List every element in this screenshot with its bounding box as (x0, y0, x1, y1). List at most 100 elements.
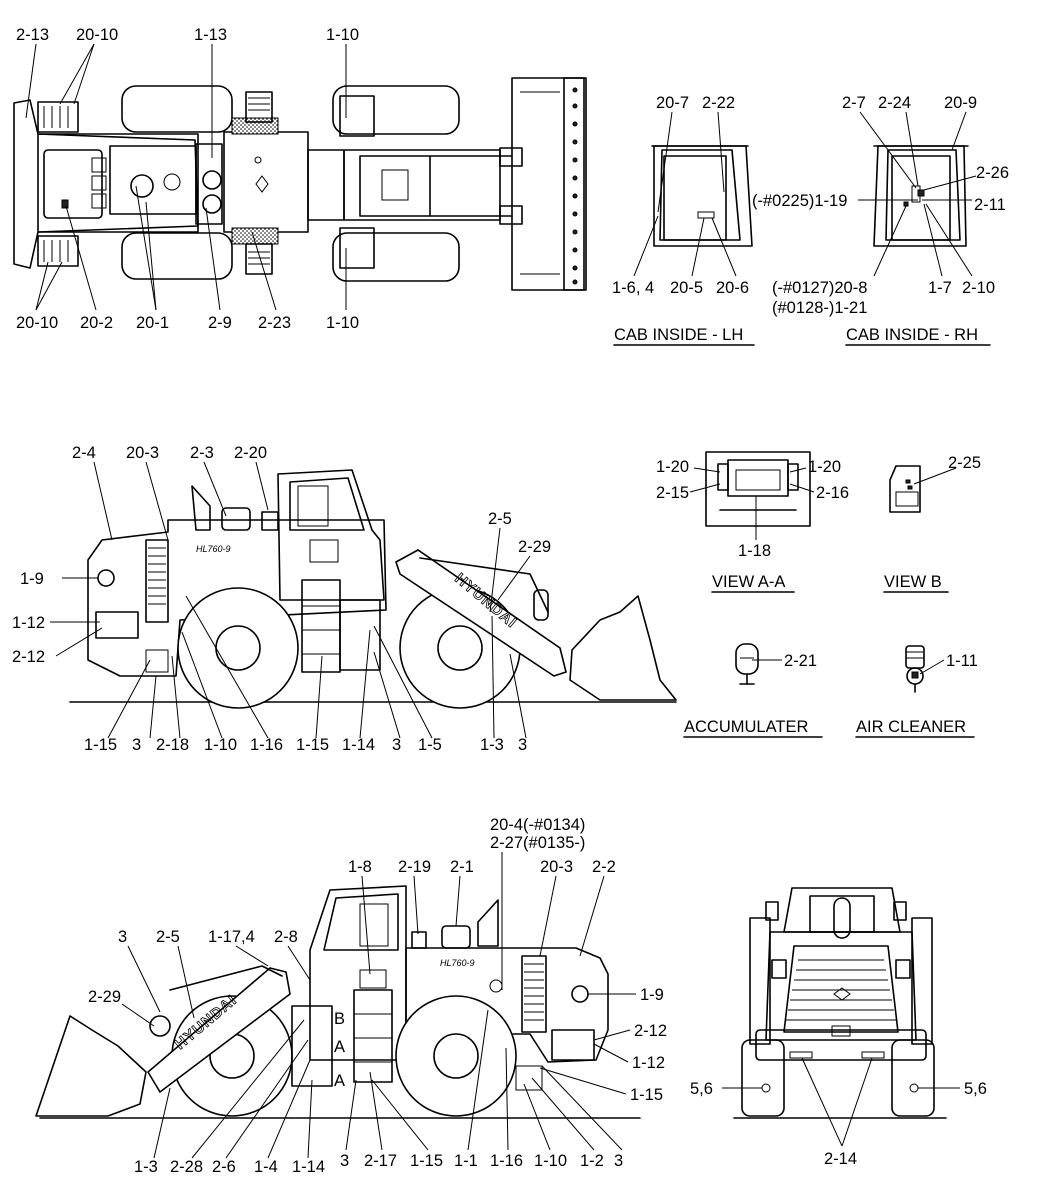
callout-label: 2-8 (274, 928, 298, 946)
callout-label: 2-12 (12, 648, 45, 666)
air-cleaner-part (905, 645, 925, 693)
callout-label: 1-11 (946, 652, 978, 670)
callout-label: 20-6 (716, 279, 749, 297)
callout-label: 2-9 (208, 314, 232, 332)
callout-label: 1-17,4 (208, 928, 255, 946)
callout-label: 5,6 (964, 1080, 987, 1098)
callout-label: 2-18 (156, 736, 189, 754)
callout-label: 20-3 (540, 858, 573, 876)
left-side-leaders (50, 461, 531, 739)
callout-label: 1-15 (296, 736, 329, 754)
callout-label: 2-19 (398, 858, 431, 876)
callout-label: 2-17 (364, 1152, 397, 1170)
rear-view (733, 887, 947, 1119)
callout-label: 2-20 (234, 444, 267, 462)
callout-label: 2-4 (72, 444, 96, 462)
callout-label: 5,6 (690, 1080, 713, 1098)
section-title-accumulater: ACCUMULATER (684, 718, 808, 736)
callout-label: 2-1 (450, 858, 474, 876)
callout-label: 2-23 (258, 314, 291, 332)
callout-label: 1-14 (292, 1158, 325, 1176)
callout-label: 1-16 (490, 1152, 523, 1170)
callout-label: (#0128-)1-21 (772, 299, 867, 317)
view-aa (705, 451, 811, 527)
callout-label: 20-4(-#0134) (490, 816, 585, 834)
callout-label: 1-2 (580, 1152, 604, 1170)
callouts-left-side: 2-4 20-3 2-3 2-20 1-9 1-12 2-12 2-5 2-29… (12, 444, 551, 754)
callouts-rear: 5,6 5,6 2-14 (690, 1080, 987, 1168)
callout-label: (-#0225)1-19 (752, 192, 847, 210)
callout-label: 20-2 (80, 314, 113, 332)
callout-label: 20-9 (944, 94, 977, 112)
top-view-leaders (25, 43, 347, 311)
section-title-air-cleaner: AIR CLEANER (856, 718, 966, 736)
callout-label: 2-12 (634, 1022, 667, 1040)
section-mark-b: B (334, 1010, 345, 1028)
left-side-view (69, 469, 677, 709)
callout-label: 1-10 (326, 314, 359, 332)
callout-label: 1-1 (454, 1152, 478, 1170)
callout-label: 1-10 (204, 736, 237, 754)
callout-label: 1-15 (630, 1086, 663, 1104)
callouts-view-b: 2-25 VIEW B (884, 454, 981, 591)
callout-label: 1-10 (326, 26, 359, 44)
section-title-view-aa: VIEW A-A (712, 573, 785, 591)
section-mark-a-top: A (334, 1038, 345, 1056)
cab-inside-rh (873, 145, 969, 247)
callout-label: 2-2 (592, 858, 616, 876)
callout-label: 1-13 (194, 26, 227, 44)
callout-label: 2-13 (16, 26, 49, 44)
section-title-cab-lh: CAB INSIDE - LH (614, 326, 743, 344)
callouts-accumulater: 2-21 ACCUMULATER (684, 652, 817, 736)
view-b (889, 465, 921, 513)
callout-label: 1-7 (928, 279, 952, 297)
callout-label: 2-14 (824, 1150, 857, 1168)
callout-label: 1-3 (134, 1158, 158, 1176)
cab-lh-leaders (633, 111, 737, 277)
callout-label: 3 (392, 736, 401, 754)
callout-label: 2-21 (784, 652, 817, 670)
accumulater-part (735, 643, 759, 685)
callout-label: 1-12 (12, 614, 45, 632)
callout-label: 2-3 (190, 444, 214, 462)
callout-label: 1-14 (342, 736, 375, 754)
callout-label: 1-4 (254, 1158, 278, 1176)
callouts-cab-rh: 2-7 2-24 20-9 2-26 (-#0225)1-19 2-11 (-#… (752, 94, 1009, 344)
callout-label: 20-1 (136, 314, 169, 332)
callout-label: 3 (518, 736, 527, 754)
callouts-view-aa: 1-20 1-20 2-15 2-16 1-18 VIEW A-A (656, 458, 849, 591)
callout-label: 1-3 (480, 736, 504, 754)
callouts-cab-lh: 20-7 2-22 1-6, 4 20-5 20-6 CAB INSIDE - … (612, 94, 749, 344)
cab-inside-lh (651, 145, 753, 247)
callout-label: (-#0127)20-8 (772, 279, 867, 297)
callout-label: 1-12 (632, 1054, 665, 1072)
callouts-air-cleaner: 1-11 AIR CLEANER (856, 652, 978, 736)
callouts-right-side: 20-4(-#0134) 2-27(#0135-) 1-8 2-19 2-1 2… (88, 816, 667, 1176)
callout-label: 3 (118, 928, 127, 946)
callout-label: 1-9 (640, 986, 664, 1004)
callout-label: 2-25 (948, 454, 981, 472)
callout-label: 1-10 (534, 1152, 567, 1170)
callout-label: 2-22 (702, 94, 735, 112)
callout-label: 1-16 (250, 736, 283, 754)
callout-label: 1-15 (410, 1152, 443, 1170)
callout-label: 2-5 (488, 510, 512, 528)
callout-label: 1-18 (738, 542, 771, 560)
callout-label: 20-3 (126, 444, 159, 462)
callout-label: 2-24 (878, 94, 911, 112)
callout-label: 2-7 (842, 94, 866, 112)
left-model-text: HL760-9 (196, 544, 231, 554)
callout-label: 2-29 (88, 988, 121, 1006)
callout-label: 2-16 (816, 484, 849, 502)
callout-label: 2-28 (170, 1158, 203, 1176)
callout-label: 2-11 (974, 196, 1006, 214)
callout-label: 20-10 (16, 314, 58, 332)
callout-label: 1-8 (348, 858, 372, 876)
callout-label: 20-10 (76, 26, 118, 44)
callout-label: 1-15 (84, 736, 117, 754)
callout-label: 3 (132, 736, 141, 754)
right-model-text: HL760-9 (440, 958, 475, 968)
callout-label: 3 (614, 1152, 623, 1170)
section-title-view-b: VIEW B (884, 573, 942, 591)
